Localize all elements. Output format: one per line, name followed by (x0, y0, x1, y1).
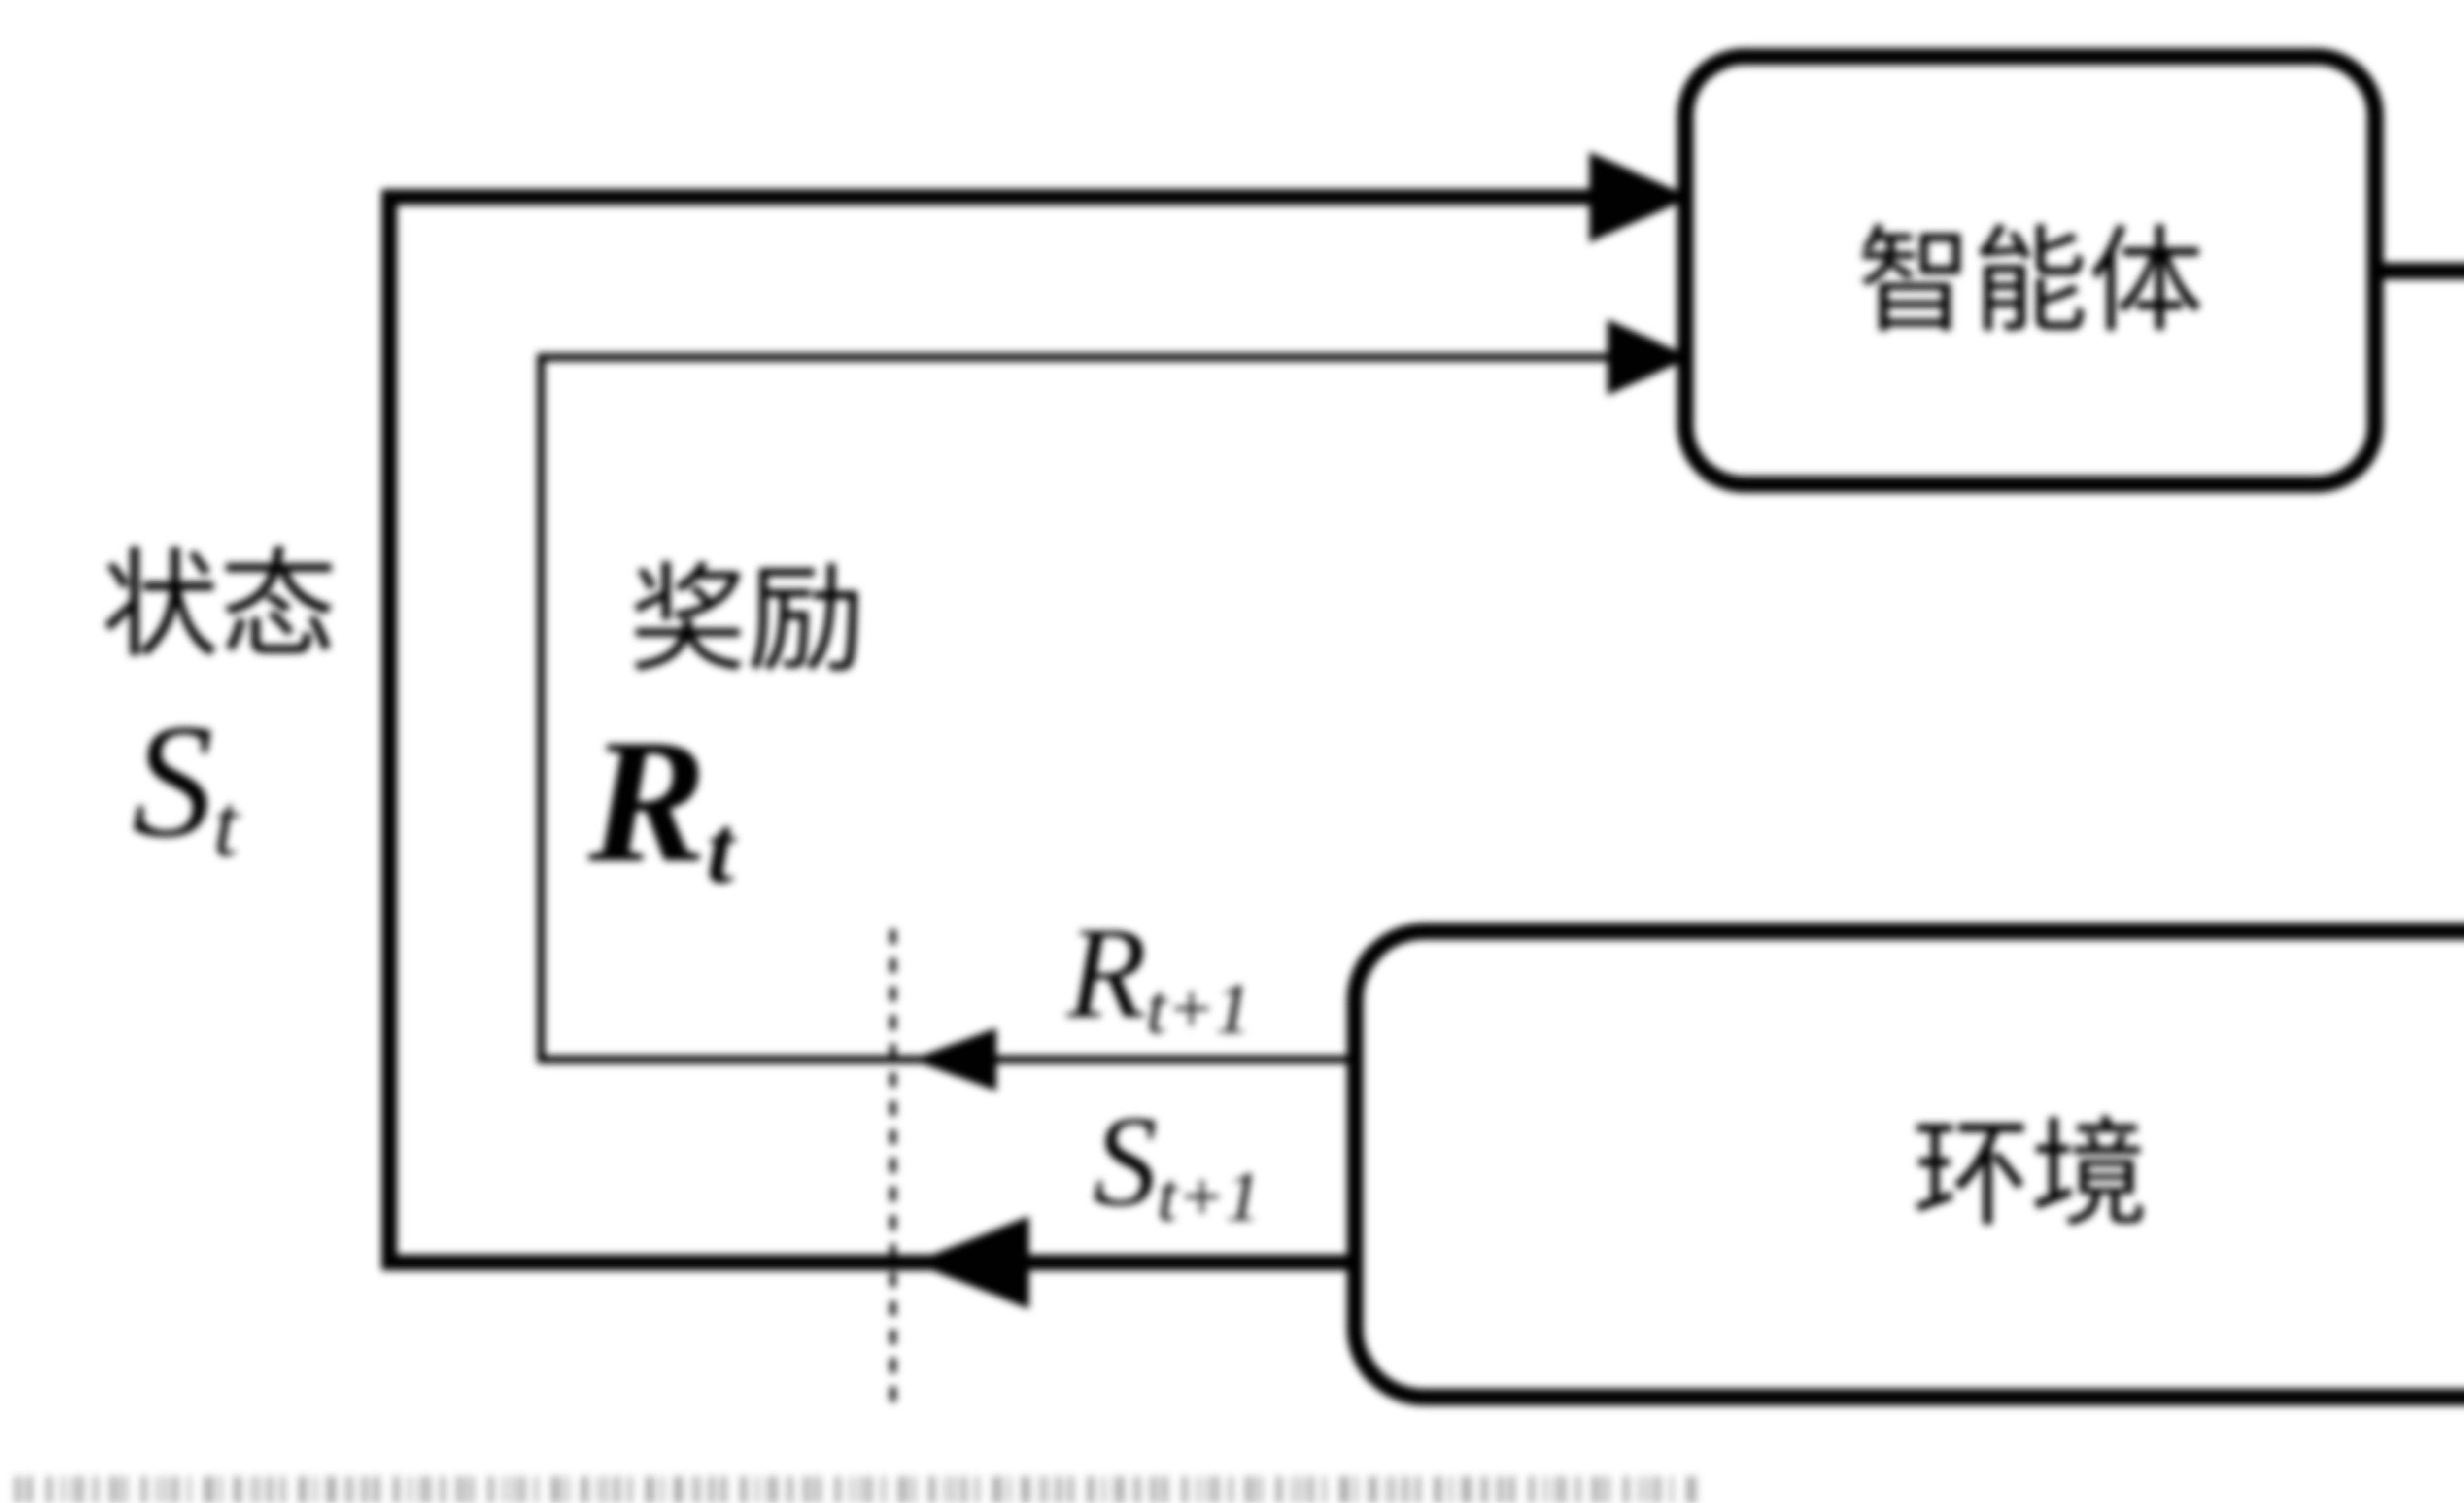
agent-box-label: 智能体 (1685, 57, 2375, 484)
next-reward-symbol-subscript: t+1 (1146, 968, 1251, 1049)
next-reward-symbol-base: R (1067, 901, 1147, 1045)
next-reward-arrowhead (912, 1028, 996, 1091)
state-into-agent-arrowhead (1589, 152, 1691, 242)
agent-box-label-text: 智能体 (1856, 218, 2204, 346)
state-symbol-subscript: t (213, 775, 239, 875)
agent-box (1677, 48, 2384, 493)
state-loop-line (381, 189, 1599, 1270)
next-state-symbol-base: S (1093, 1090, 1158, 1232)
next-state-symbol-subscript: t+1 (1158, 1157, 1261, 1236)
reward-symbol-label: Rt (588, 712, 734, 898)
next-state-arrowhead (913, 1216, 1029, 1309)
reward-symbol-base: R (588, 702, 707, 899)
state-symbol-base: S (132, 691, 213, 871)
reward-symbol-subscript: t (707, 795, 734, 903)
reward-word-label: 奖励 (629, 555, 866, 686)
reward-into-agent-arrowhead (1608, 319, 1691, 395)
next-state-symbol-label: St+1 (1093, 1096, 1261, 1232)
next-reward-symbol-label: Rt+1 (1067, 908, 1251, 1044)
cropped-caption-fragments (15, 1476, 1700, 1503)
state-symbol-label: St (132, 700, 238, 870)
environment-box-label-text: 环境 (1912, 1110, 2149, 1241)
state-word-label: 状态 (101, 541, 338, 672)
environment-box (1347, 923, 2464, 1405)
environment-box-label: 环境 (1355, 931, 2464, 1397)
